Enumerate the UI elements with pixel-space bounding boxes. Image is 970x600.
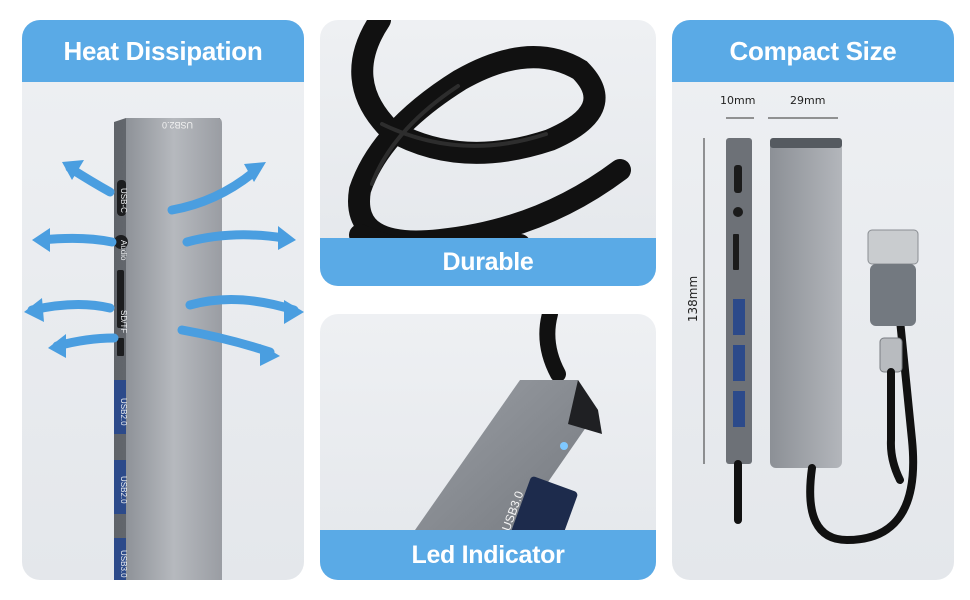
dimension-lines (703, 117, 838, 464)
audio-port (114, 235, 128, 249)
port-label: USB2.0 (119, 476, 128, 504)
hub-body (126, 118, 222, 580)
usb-port-3 (733, 391, 745, 427)
arrow-head-icon (48, 334, 66, 358)
hub-end-cap (568, 380, 602, 434)
usb-c-port (117, 180, 126, 216)
port-label: SD/TF (119, 310, 128, 334)
port-label: USB3.0 (119, 550, 128, 578)
adapter-body (870, 264, 916, 326)
led-light (560, 442, 568, 450)
usb-c-port (734, 165, 742, 193)
compact-size-panel: 10mm 29mm 138mm Compact Size (672, 20, 954, 580)
hub-side-illustration (24, 118, 304, 580)
usb-port-2 (733, 345, 745, 381)
port-label: Audio (119, 240, 128, 261)
arrow-head-icon (284, 300, 304, 324)
durable-panel: Durable (320, 20, 656, 286)
tf-slot (117, 338, 124, 356)
dim-width-label: 29mm (790, 94, 826, 107)
arrow-head-icon (24, 298, 44, 322)
durable-title: Durable (320, 238, 656, 286)
usb-port-1 (733, 299, 745, 335)
usb-c-plug (879, 337, 903, 373)
usb-port-1 (114, 380, 126, 434)
port-label: USB-C (119, 188, 128, 213)
led-indicator-title: Led Indicator (320, 530, 656, 580)
arrow-head-icon (278, 226, 296, 250)
arrow-head-icon (244, 162, 266, 182)
compact-size-title: Compact Size (672, 20, 954, 82)
audio-port (733, 207, 743, 217)
dim-length-label: 138mm (686, 275, 701, 323)
arrow-head-icon (32, 228, 50, 252)
hub-cable (806, 316, 918, 545)
hub-dimensions-illustration (703, 117, 919, 545)
hub-top-label: USB2.0 (162, 120, 194, 130)
heat-dissipation-title: Heat Dissipation (22, 20, 304, 82)
led-indicator-panel: USB3.0 Led Indicator (320, 314, 656, 580)
hub-cable (539, 314, 566, 382)
arrow-head-icon (260, 344, 280, 366)
usb-port-3 (114, 538, 126, 580)
arrow-head-icon (62, 160, 84, 180)
usb-port-2 (114, 460, 126, 514)
sd-slot (117, 270, 124, 328)
usb-a-plug (867, 229, 919, 265)
dim-thickness-label: 10mm (720, 94, 756, 107)
hub-front-view (770, 138, 842, 468)
sd-slot (733, 234, 739, 270)
port-label: USB2.0 (119, 398, 128, 426)
